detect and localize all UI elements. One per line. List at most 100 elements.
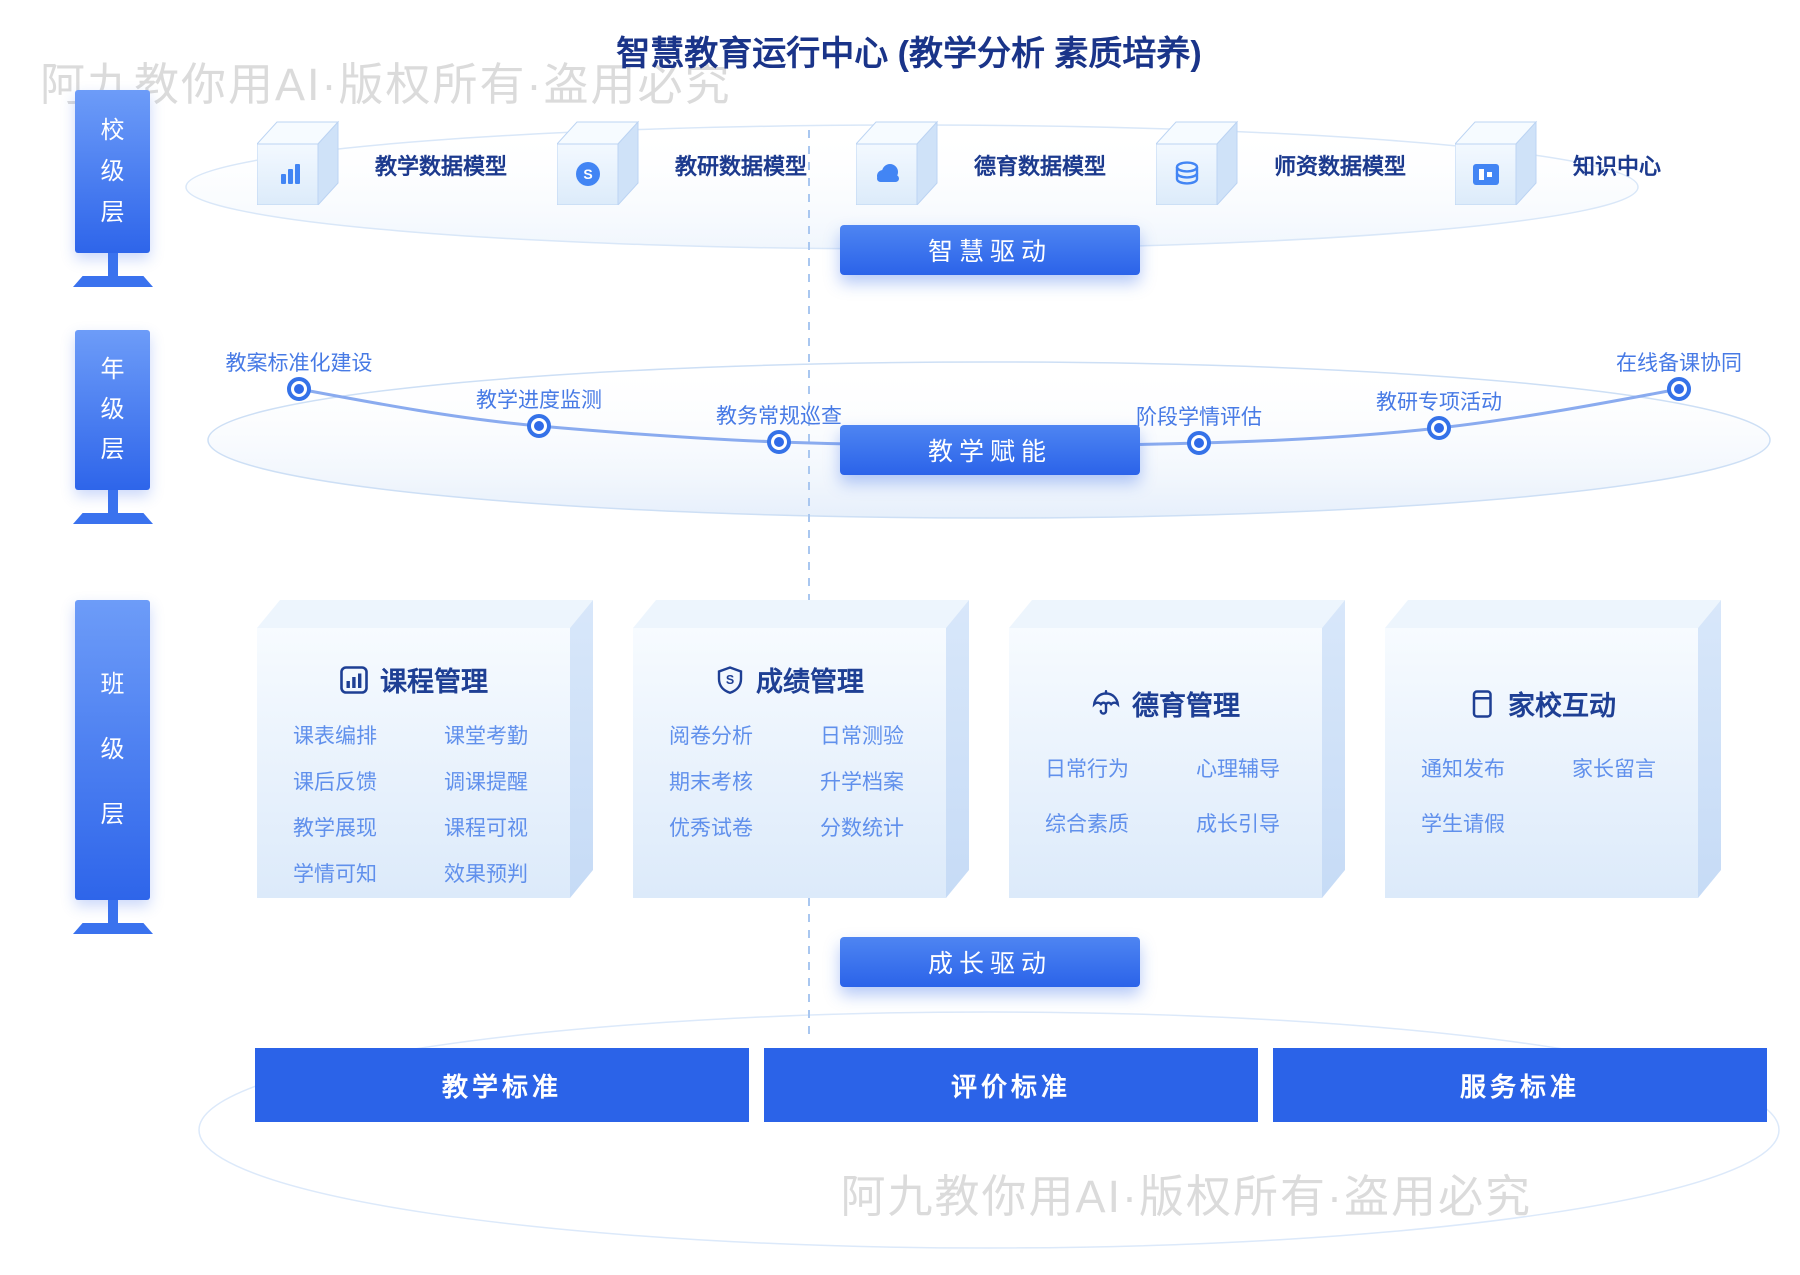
- card-title-text: 成绩管理: [756, 667, 864, 697]
- card-item: 日常测验: [820, 725, 904, 748]
- timeline-dot: [1427, 416, 1451, 440]
- card-item: 学生请假: [1421, 813, 1505, 836]
- bar-chart-icon: [281, 164, 300, 184]
- card-item: 综合素质: [1045, 813, 1129, 836]
- cube-3d: [255, 120, 340, 207]
- timeline-dot: [1187, 431, 1211, 455]
- timeline-label: 阶段学情评估: [1136, 406, 1262, 429]
- svg-text:S: S: [583, 166, 592, 182]
- card-title-课程管理: 课程管理: [257, 660, 570, 699]
- pillar-stand-base: [73, 513, 153, 524]
- cube-3d: S: [555, 120, 640, 207]
- model-cube: [1154, 120, 1241, 207]
- model-label: 师资数据模型: [1274, 154, 1407, 179]
- card-title-text: 德育管理: [1132, 691, 1240, 721]
- card-title-text: 家校互动: [1508, 691, 1616, 721]
- umbrella-icon: [1092, 689, 1120, 715]
- card-成绩管理: [633, 600, 969, 898]
- pillar-char: 级: [100, 736, 125, 763]
- pillar-char: 级: [100, 396, 125, 423]
- pillar-班级层: 班级层: [75, 600, 150, 900]
- card-item: 心理辅导: [1196, 758, 1280, 781]
- pillar-stand-base: [73, 923, 153, 934]
- standard-bar-服务标准: 服务标准: [1273, 1048, 1767, 1122]
- card-item: 成长引导: [1196, 813, 1280, 836]
- timeline-dot-core: [774, 437, 784, 447]
- card-课程管理: [257, 600, 593, 898]
- card-item: 日常行为: [1045, 758, 1129, 781]
- database-icon: [1175, 161, 1199, 185]
- svg-text:S: S: [726, 673, 734, 687]
- card-item: 优秀试卷: [669, 817, 753, 840]
- timeline-label: 教研专项活动: [1376, 391, 1502, 414]
- model-label: 教学数据模型: [375, 154, 508, 179]
- card-item: 效果预判: [444, 863, 528, 886]
- pillar-char: 层: [100, 436, 125, 463]
- standard-bar-教学标准: 教学标准: [255, 1048, 749, 1122]
- timeline-dot-core: [1194, 438, 1204, 448]
- pillar-char: 级: [100, 157, 125, 185]
- timeline-label: 在线备课协同: [1616, 352, 1742, 375]
- card-item: 通知发布: [1421, 758, 1505, 781]
- bottom-platform-ellipse: [198, 1011, 1780, 1249]
- cube-3d: [854, 120, 939, 207]
- card-item: 学情可知: [293, 863, 377, 886]
- timeline-dot: [1667, 377, 1691, 401]
- card-item: 课后反馈: [293, 771, 377, 794]
- card-item: 分数统计: [820, 817, 904, 840]
- card-家校互动: [1385, 600, 1721, 898]
- watermark-top: 阿九教你用AI·版权所有·盗用必究: [40, 59, 732, 110]
- timeline-dot: [767, 430, 791, 454]
- pillar-char: 年: [100, 356, 125, 383]
- card-3d: [1009, 600, 1345, 898]
- card-title-text: 课程管理: [380, 667, 488, 697]
- card-item: 调课提醒: [444, 771, 528, 794]
- card-item: 期末考核: [669, 771, 753, 794]
- chart-board-icon: [1473, 164, 1499, 185]
- model-cube: S: [555, 120, 642, 207]
- card-item: 课程可视: [444, 817, 528, 840]
- card-3d: [257, 600, 593, 898]
- card-item: 阅卷分析: [669, 725, 753, 748]
- card-3d: [633, 600, 969, 898]
- tablet-icon: [1472, 689, 1492, 718]
- card-item: 升学档案: [820, 771, 904, 794]
- card-item: 家长留言: [1572, 758, 1656, 781]
- card-item: 课表编排: [293, 725, 377, 748]
- model-label: 知识中心: [1573, 154, 1662, 179]
- timeline-dot-core: [1434, 423, 1444, 433]
- card-德育管理: [1009, 600, 1345, 898]
- cube-3d: [1453, 120, 1538, 207]
- pillar-char: 班: [100, 671, 125, 698]
- card-title-德育管理: 德育管理: [1009, 684, 1322, 723]
- timeline-dot: [287, 377, 311, 401]
- pillar-stand-stem: [108, 900, 118, 923]
- timeline-dot-core: [1674, 384, 1684, 394]
- pillar-stand-stem: [108, 253, 118, 276]
- drive-button-教学赋能: 教学赋能: [840, 425, 1140, 475]
- drive-button-成长驱动: 成长驱动: [840, 937, 1140, 987]
- card-item: 课堂考勤: [444, 725, 528, 748]
- pillar-char: 校: [100, 116, 125, 144]
- timeline-label: 教务常规巡查: [716, 405, 842, 428]
- drive-button-智慧驱动: 智慧驱动: [840, 225, 1140, 275]
- timeline-label: 教学进度监测: [476, 389, 602, 412]
- pillar-char: 层: [100, 801, 125, 828]
- model-label: 德育数据模型: [974, 154, 1107, 179]
- pillar-char: 层: [100, 198, 125, 226]
- model-cube: [854, 120, 941, 207]
- watermark-bottom: 阿九教你用AI·版权所有·盗用必究: [840, 1171, 1532, 1222]
- pillar-年级层: 年级层: [75, 330, 150, 490]
- model-cube: [1453, 120, 1540, 207]
- pillar-stand-stem: [108, 490, 118, 513]
- timeline-dot: [527, 414, 551, 438]
- timeline-dot-core: [294, 384, 304, 394]
- s-circle-icon: S: [576, 162, 600, 186]
- timeline-dot-core: [534, 421, 544, 431]
- timeline-label: 教案标准化建设: [225, 352, 373, 375]
- card-3d: [1385, 600, 1721, 898]
- card-title-成绩管理: S 成绩管理: [633, 660, 946, 699]
- cube-3d: [1154, 120, 1239, 207]
- chart-frame-icon: [340, 665, 368, 694]
